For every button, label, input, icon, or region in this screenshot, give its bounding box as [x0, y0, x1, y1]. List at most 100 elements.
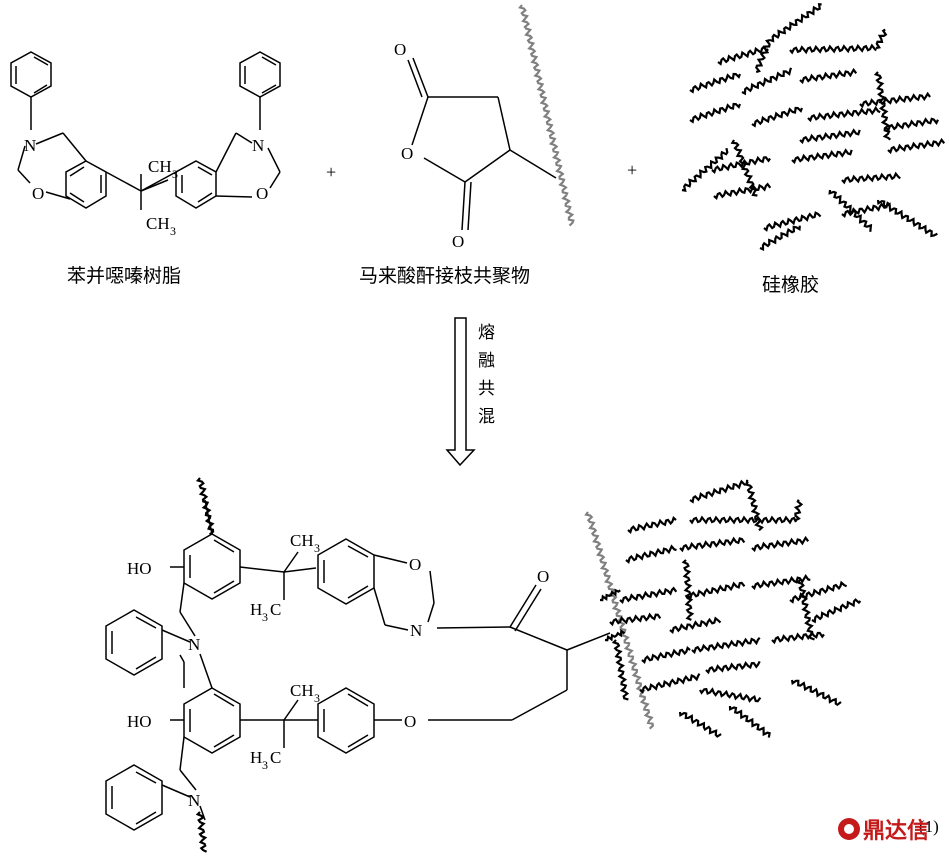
atom-o: O	[256, 184, 268, 203]
polymer-chain	[679, 536, 746, 553]
atom-ho: HO	[127, 712, 152, 731]
polymer-chain	[619, 586, 678, 605]
atom-n: N	[24, 136, 36, 155]
polymer-chain	[730, 139, 759, 197]
polymer-chain	[793, 499, 804, 521]
process-char: 熔	[478, 323, 495, 343]
atom-h3c: H	[250, 748, 262, 767]
polymer-chain	[828, 189, 873, 232]
watermark-text: 鼎达信	[862, 819, 929, 844]
polymer-chain	[876, 199, 938, 238]
polymer-chain	[790, 679, 842, 707]
polymer-chain	[763, 211, 822, 232]
polymer-chain	[807, 105, 881, 123]
atom-ch3: CH	[146, 214, 170, 233]
process-char: 融	[478, 351, 495, 371]
component-captions: 苯并噁嗪树脂 马来酸酐接枝共聚物 硅橡胶 + + 熔 融 共 混 (1)	[67, 160, 939, 836]
polymer-chain	[799, 128, 861, 145]
polymer-chain	[691, 636, 761, 655]
polymer-chain	[728, 705, 771, 738]
polymer-chain	[689, 72, 742, 94]
polymer-chain	[639, 673, 701, 694]
watermark: 鼎达信	[837, 813, 929, 845]
polymer-chain	[791, 148, 853, 165]
atom-sub3: 3	[172, 167, 178, 181]
atom-ch3: CH	[148, 157, 172, 176]
atom-o: O	[401, 144, 413, 163]
polymer-chain	[678, 711, 722, 738]
bond-lines	[10, 51, 611, 831]
polymer-chain	[771, 630, 825, 645]
polymer-chain	[625, 544, 677, 564]
plus-sign: +	[326, 162, 336, 182]
polymer-chains	[195, 3, 946, 853]
atom-n: N	[410, 621, 422, 640]
polymer-chain	[518, 4, 575, 227]
atom-o: O	[404, 712, 416, 731]
polymer-chain	[885, 117, 939, 133]
atom-n: N	[188, 791, 200, 810]
polymer-chain	[609, 612, 662, 627]
atom-sub3: 3	[314, 541, 320, 555]
polymer-chain	[627, 515, 677, 535]
polymer-chain	[611, 639, 630, 701]
polymer-chain	[705, 660, 761, 675]
plus-sign: +	[627, 160, 637, 180]
atom-h3c: H	[250, 600, 262, 619]
polymer-chain	[875, 28, 888, 50]
label-maleic-graft: 马来酸酐接枝共聚物	[359, 265, 530, 287]
polymer-chain	[681, 147, 729, 192]
polymer-chain	[584, 511, 655, 730]
polymer-chain	[699, 687, 762, 703]
polymer-chain	[717, 45, 769, 66]
polymer-chain	[689, 515, 797, 525]
atom-ch3: CH	[290, 531, 314, 550]
atom-o: O	[394, 40, 406, 59]
label-benzoxazine: 苯并噁嗪树脂	[67, 265, 181, 287]
polymer-chain	[689, 479, 749, 504]
polymer-chain	[751, 535, 810, 553]
polymer-chain	[859, 91, 931, 109]
polymer-chain	[689, 102, 742, 124]
polymer-chain	[599, 588, 621, 602]
process-char: 混	[478, 407, 495, 427]
polymer-chain	[681, 559, 695, 621]
watermark-logo-icon	[837, 818, 860, 840]
polymer-chain	[789, 43, 877, 55]
atom-o: O	[409, 555, 421, 574]
polymer-chain	[755, 38, 771, 74]
polymer-chain	[687, 581, 746, 601]
polymer-chain	[713, 182, 772, 201]
equation-number: (1)	[919, 817, 939, 836]
polymer-chain	[811, 598, 862, 624]
polymer-chain	[841, 171, 901, 185]
atom-o: O	[452, 232, 464, 251]
polymer-chain	[751, 106, 804, 128]
polymer-chain	[769, 3, 822, 43]
atom-o: O	[537, 567, 549, 586]
polymer-chain	[641, 645, 691, 665]
atom-sub3: 3	[314, 691, 320, 705]
label-silicone: 硅橡胶	[762, 274, 819, 296]
polymer-chain	[195, 811, 208, 853]
polymer-chain	[604, 628, 626, 642]
atom-c: C	[270, 600, 281, 619]
atom-n: N	[252, 136, 264, 155]
atom-ho: HO	[127, 559, 152, 578]
polymer-chain	[795, 579, 815, 641]
polymer-chain	[741, 67, 793, 96]
polymer-chain	[759, 225, 801, 251]
polymer-chain	[711, 155, 771, 175]
atom-c: C	[270, 748, 281, 767]
polymer-chain	[669, 616, 722, 635]
polymer-chain	[751, 574, 811, 591]
process-char: 共	[478, 379, 495, 399]
polymer-chain	[744, 481, 764, 532]
atom-sub3: 3	[262, 610, 268, 624]
polymer-chain	[873, 71, 892, 141]
atom-o: O	[32, 184, 44, 203]
atom-ch3: CH	[290, 681, 314, 700]
polymer-chain	[799, 67, 858, 85]
